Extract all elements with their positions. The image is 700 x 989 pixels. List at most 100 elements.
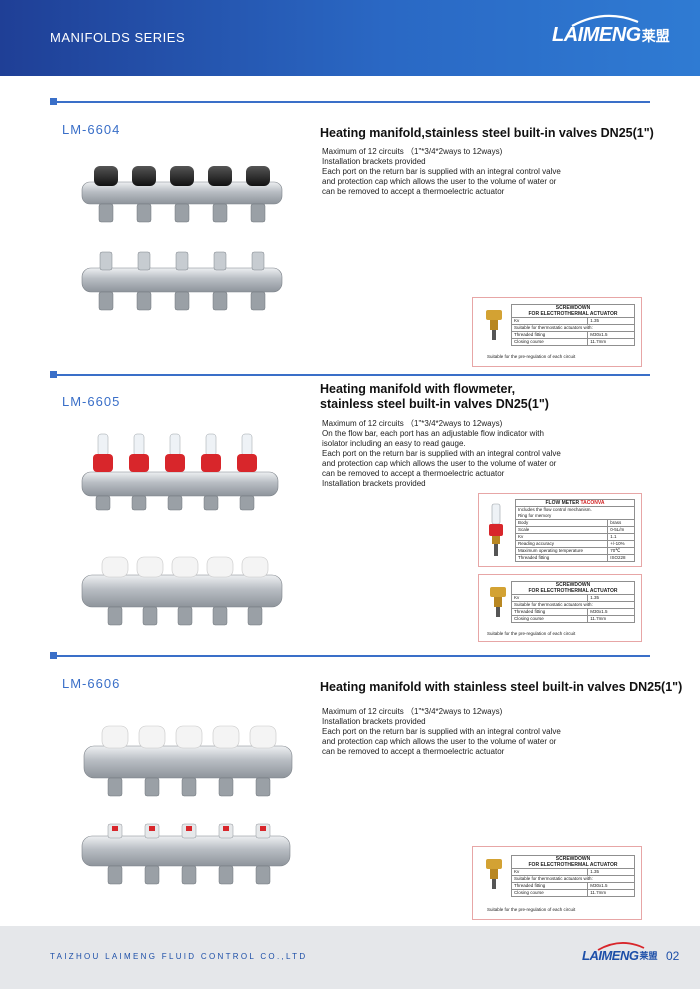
spec-note: Suitable for the pre-regulation of each …: [487, 354, 576, 359]
product-title: Heating manifold with stainless steel bu…: [320, 680, 682, 695]
spec-head-prefix: FLOW METER: [545, 500, 580, 506]
desc-line: Maximum of 12 circuits （1"*3/4*2ways to …: [322, 707, 503, 716]
spec-label: Kv: [510, 317, 589, 325]
desc-line: and protection cap which allows the user…: [322, 737, 557, 746]
desc-line: On the flow bar, each port has an adjust…: [322, 429, 544, 438]
logo-brand: LAIMENG: [552, 24, 641, 46]
spec-label: Threaded fitting: [514, 554, 609, 562]
spec-label: Threaded fitting: [510, 608, 589, 616]
desc-line: Each port on the return bar is supplied …: [322, 167, 561, 176]
spec-value: M30x1.5: [587, 331, 635, 339]
logo-swoosh-icon: [571, 14, 639, 27]
valve-insert-icon: [486, 859, 502, 889]
title-line: stainless steel built-in valves DN25(1"): [320, 397, 549, 411]
spec-value: ISO228: [607, 554, 635, 562]
model-number: LM-6605: [62, 394, 121, 409]
footer-logo: LAIMENG 莱盟: [582, 942, 658, 963]
spec-value: M30x1.5: [587, 882, 635, 890]
spec-label: Reading accuracy: [514, 540, 609, 548]
logo-brand-cn: 莱盟: [641, 27, 670, 44]
title-line: Heating manifold,stainless steel built-i…: [320, 126, 654, 140]
page-header: MANIFOLDS SERIES LAIMENG 莱盟: [0, 0, 700, 76]
spec-label: Body: [514, 519, 609, 527]
section-divider: [50, 98, 650, 105]
manifold-image-flow-bar: [81, 166, 283, 223]
desc-line: Maximum of 12 circuits （1"*3/4*2ways to …: [322, 147, 503, 156]
spec-value: brass: [607, 519, 635, 527]
spec-value: +/-10%: [607, 540, 635, 548]
spec-head-line: SCREWDOWN: [555, 856, 591, 862]
footer-company-name: TAIZHOU LAIMENG FLUID CONTROL CO.,LTD: [50, 952, 308, 961]
spec-value: 1.35: [587, 594, 635, 602]
spec-note: Suitable for the pre-regulation of each …: [487, 907, 576, 912]
header-logo: LAIMENG 莱盟: [552, 14, 670, 47]
spec-head-line: FOR ELECTROTHERMAL ACTUATOR: [528, 588, 618, 594]
flowmeter-spec-box: FLOW METER TACONVA Includes the flow con…: [478, 493, 642, 567]
desc-line: isolator including an easy to read gauge…: [322, 439, 466, 448]
series-title: MANIFOLDS SERIES: [50, 30, 186, 45]
spec-value: 11.7mm: [587, 615, 635, 623]
spec-head-brand: TACONVA: [580, 500, 605, 506]
spec-label: Threaded fitting: [510, 882, 589, 890]
logo-brand-cn: 莱盟: [639, 951, 658, 961]
spec-label: Closing course: [510, 338, 589, 346]
spec-label: Suitable for thermostatic actuators with…: [511, 324, 635, 332]
spec-head-line: FOR ELECTROTHERMAL ACTUATOR: [528, 862, 618, 868]
spec-label: Kv: [514, 533, 609, 541]
product-description: Maximum of 12 circuits （1"*3/4*2ways to …: [322, 419, 622, 489]
manifold-image-return-bar-white-caps: [81, 556, 283, 626]
desc-line: Installation brackets provided: [322, 157, 426, 166]
spec-note: Suitable for the pre-regulation of each …: [487, 631, 576, 636]
desc-line: can be removed to accept a thermoelectri…: [322, 747, 505, 756]
model-number: LM-6606: [62, 676, 121, 691]
spec-head-line: SCREWDOWN: [555, 305, 591, 311]
section-divider: [50, 371, 650, 378]
spec-head-line: SCREWDOWN: [555, 582, 591, 588]
spec-label: Closing course: [510, 889, 589, 897]
spec-head-line: FOR ELECTROTHERMAL ACTUATOR: [528, 311, 618, 317]
spec-label: Maximum operating temperature: [514, 547, 609, 555]
manifold-image-red-indicators: [81, 823, 291, 885]
desc-line: Installation brackets provided: [322, 479, 426, 488]
spec-label: Suitable for thermostatic actuators with…: [511, 601, 635, 609]
valve-insert-icon: [490, 587, 506, 617]
desc-line: can be removed to accept a thermoelectri…: [322, 187, 505, 196]
desc-line: Maximum of 12 circuits （1"*3/4*2ways to …: [322, 419, 503, 428]
desc-line: and protection cap which allows the user…: [322, 459, 557, 468]
spec-value: M30x1.5: [587, 608, 635, 616]
manifold-image-return-bar: [81, 251, 283, 311]
product-title: Heating manifold with flowmeter, stainle…: [320, 382, 549, 412]
manifold-image-flowmeter-bar: [81, 433, 279, 511]
product-description: Maximum of 12 circuits （1"*3/4*2ways to …: [322, 707, 622, 757]
section-divider: [50, 652, 650, 659]
valve-insert-icon: [486, 310, 502, 340]
spec-label: Kv: [510, 868, 589, 876]
spec-label: Closing course: [510, 615, 589, 623]
spec-label: Scale: [514, 526, 609, 534]
spec-label: Kv: [510, 594, 589, 602]
spec-intro-line: Ring for memory: [518, 513, 552, 518]
manifold-image-white-caps: [83, 725, 293, 797]
spec-label: Threaded fitting: [510, 331, 589, 339]
spec-value: 1.35: [587, 317, 635, 325]
spec-value: 1.1: [607, 533, 635, 541]
spec-value: 70℃: [607, 547, 635, 555]
page-number: 02: [666, 949, 680, 963]
spec-intro-line: Includes the flow control mechanism.: [518, 507, 592, 512]
product-description: Maximum of 12 circuits （1"*3/4*2ways to …: [322, 147, 622, 197]
spec-value: 0-5L/m: [607, 526, 635, 534]
spec-value: 11.7mm: [587, 338, 635, 346]
title-line: Heating manifold with stainless steel bu…: [320, 680, 683, 694]
desc-line: Each port on the return bar is supplied …: [322, 449, 561, 458]
desc-line: Installation brackets provided: [322, 717, 426, 726]
spec-value: 11.7mm: [587, 889, 635, 897]
title-line: Heating manifold with flowmeter,: [320, 382, 516, 396]
desc-line: Each port on the return bar is supplied …: [322, 727, 561, 736]
flowmeter-icon: [489, 503, 503, 556]
